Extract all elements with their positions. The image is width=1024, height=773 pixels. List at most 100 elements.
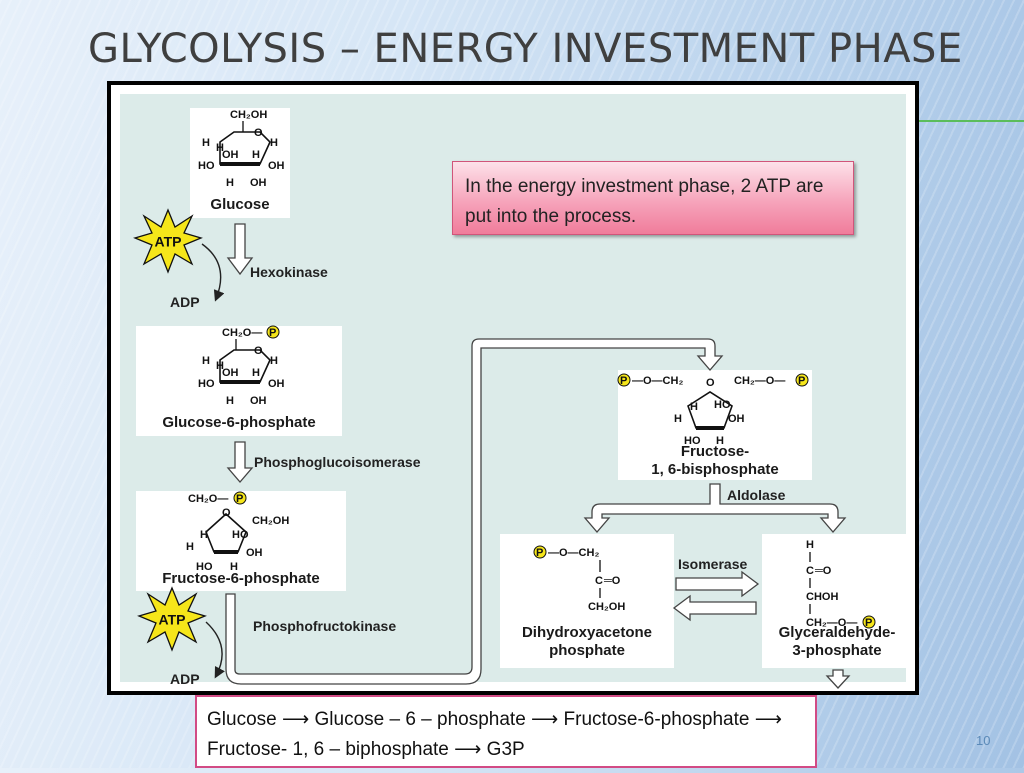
dhap-structure: P —O—CH₂ C ═O CH₂OH (533, 545, 625, 613)
svg-text:H: H (716, 435, 724, 447)
summary-box: Glucose ⟶ Glucose – 6 – phosphate ⟶ Fruc… (195, 695, 817, 768)
svg-text:H: H (690, 401, 698, 413)
svg-text:CH₂OH: CH₂OH (230, 109, 267, 121)
svg-text:H: H (186, 541, 194, 553)
svg-text:O: O (254, 127, 263, 139)
fructose-bisphosphate-structure: P —O—CH₂ O CH₂—O— P H HO H OH HO H (617, 373, 809, 447)
svg-text:H: H (270, 137, 278, 149)
g3p-label-line1: Glyceraldehyde- (778, 624, 896, 641)
svg-text:P: P (798, 375, 805, 387)
glucose-structure: CH₂OH O H H H OH H HO OH H OH (198, 109, 285, 189)
glyceraldehyde-3-phosphate-box: Glyceraldehyde- 3-phosphate (762, 534, 912, 668)
svg-text:CHOH: CHOH (806, 591, 838, 603)
dihydroxyacetone-phosphate-box: Dihydroxyacetone phosphate (500, 534, 674, 668)
svg-text:CH₂O—: CH₂O— (188, 493, 228, 505)
adp-label-2: ADP (170, 671, 200, 687)
arrow-glucose-to-g6p (227, 223, 253, 275)
svg-text:H: H (674, 413, 682, 425)
dhap-label-line1: Dihydroxyacetone (521, 624, 653, 641)
svg-text:O: O (254, 345, 263, 357)
svg-text:H: H (270, 355, 278, 367)
fructose-6-phosphate-label: Fructose-6-phosphate (162, 570, 320, 587)
svg-text:CH₂—O—: CH₂—O— (806, 617, 857, 629)
svg-text:HO: HO (714, 399, 731, 411)
svg-text:OH: OH (222, 367, 239, 379)
fructose-bisphosphate-label-line1: Fructose- (680, 443, 750, 460)
svg-text:HO: HO (232, 529, 249, 541)
arrow-aldolase-split (583, 483, 847, 533)
svg-text:CH₂OH: CH₂OH (588, 601, 625, 613)
arrow-g3p-down (825, 669, 851, 689)
svg-text:O: O (222, 507, 231, 519)
svg-text:OH: OH (268, 160, 285, 172)
svg-text:HO: HO (198, 160, 215, 172)
atp-star-2-label: ATP (159, 612, 186, 628)
isomerase-label: Isomerase (678, 556, 748, 572)
svg-text:HO: HO (684, 435, 701, 447)
page-number: 10 (976, 733, 991, 748)
svg-text:H: H (252, 149, 260, 161)
svg-text:P: P (269, 327, 276, 339)
svg-text:OH: OH (246, 547, 263, 559)
accent-line (918, 120, 1024, 122)
isomerase-equilibrium-arrows (672, 570, 760, 622)
svg-text:OH: OH (250, 395, 267, 407)
fructose-bisphosphate-label-line2: 1, 6-bisphosphate (651, 461, 779, 478)
svg-text:H: H (252, 367, 260, 379)
svg-text:—O—CH₂: —O—CH₂ (548, 547, 599, 559)
svg-text:═O: ═O (814, 565, 832, 577)
svg-text:═O: ═O (603, 575, 621, 587)
atp-to-adp-curve-2 (205, 621, 225, 679)
svg-text:—O—CH₂: —O—CH₂ (632, 375, 683, 387)
atp-to-adp-curve-1 (201, 243, 225, 302)
svg-text:HO: HO (196, 561, 213, 573)
glucose-6-phosphate-label: Glucose-6-phosphate (162, 414, 316, 431)
arrow-g6p-to-f6p (226, 441, 254, 483)
svg-text:OH: OH (728, 413, 745, 425)
svg-text:H: H (200, 529, 208, 541)
svg-text:H: H (202, 137, 210, 149)
svg-text:OH: OH (268, 378, 285, 390)
svg-text:CH₂OH: CH₂OH (252, 515, 289, 527)
svg-text:P: P (865, 617, 872, 629)
svg-text:P: P (620, 375, 627, 387)
phosphoglucoisomerase-label: Phosphoglucoisomerase (254, 454, 421, 470)
svg-text:H: H (216, 360, 224, 372)
svg-text:H: H (216, 142, 224, 154)
svg-text:H: H (230, 561, 238, 573)
svg-text:C: C (595, 575, 603, 587)
svg-text:C: C (806, 565, 814, 577)
dhap-label-line2: phosphate (549, 642, 625, 659)
svg-text:HO: HO (198, 378, 215, 390)
slide-title: GLYCOLYSIS – ENERGY INVESTMENT PHASE (88, 26, 963, 72)
pathway-drawing: CH₂OH O H H H OH H HO OH H OH CH₂O— P (133, 109, 876, 689)
info-note: In the energy investment phase, 2 ATP ar… (452, 161, 854, 235)
phosphofructokinase-label: Phosphofructokinase (253, 618, 397, 634)
glucose-6-phosphate-structure: CH₂O— P O H H H OH H HO OH H OH (198, 325, 285, 407)
svg-text:O: O (706, 377, 715, 389)
svg-text:H: H (202, 355, 210, 367)
aldolase-label: Aldolase (727, 487, 786, 503)
svg-text:H: H (226, 395, 234, 407)
fructose-1-6-bisphosphate-box: Fructose- 1, 6-bisphosphate (618, 370, 812, 480)
adp-label-1: ADP (170, 294, 200, 310)
svg-text:OH: OH (250, 177, 267, 189)
hexokinase-label: Hexokinase (250, 264, 328, 280)
svg-text:P: P (236, 493, 243, 505)
fructose-6-phosphate-box: Fructose-6-phosphate (136, 491, 346, 591)
info-note-text: In the energy investment phase, 2 ATP ar… (465, 176, 824, 227)
glucose-label: Glucose (210, 196, 270, 213)
svg-text:CH₂—O—: CH₂—O— (734, 375, 785, 387)
svg-text:OH: OH (222, 149, 239, 161)
atp-star-1: ATP (133, 208, 203, 274)
g3p-label-line2: 3-phosphate (792, 642, 882, 659)
summary-text: Glucose ⟶ Glucose – 6 – phosphate ⟶ Fruc… (207, 709, 782, 760)
svg-text:P: P (536, 547, 543, 559)
svg-text:CH₂O—: CH₂O— (222, 327, 262, 339)
fructose-6-phosphate-structure: CH₂O— P O CH₂OH H HO H OH HO H (186, 491, 289, 573)
svg-text:H: H (226, 177, 234, 189)
svg-text:H: H (806, 539, 814, 551)
atp-star-1-label: ATP (155, 234, 182, 250)
g3p-structure: H C ═O CHOH CH₂—O— P (806, 539, 876, 629)
arrow-f6p-to-f16bp (225, 338, 724, 685)
